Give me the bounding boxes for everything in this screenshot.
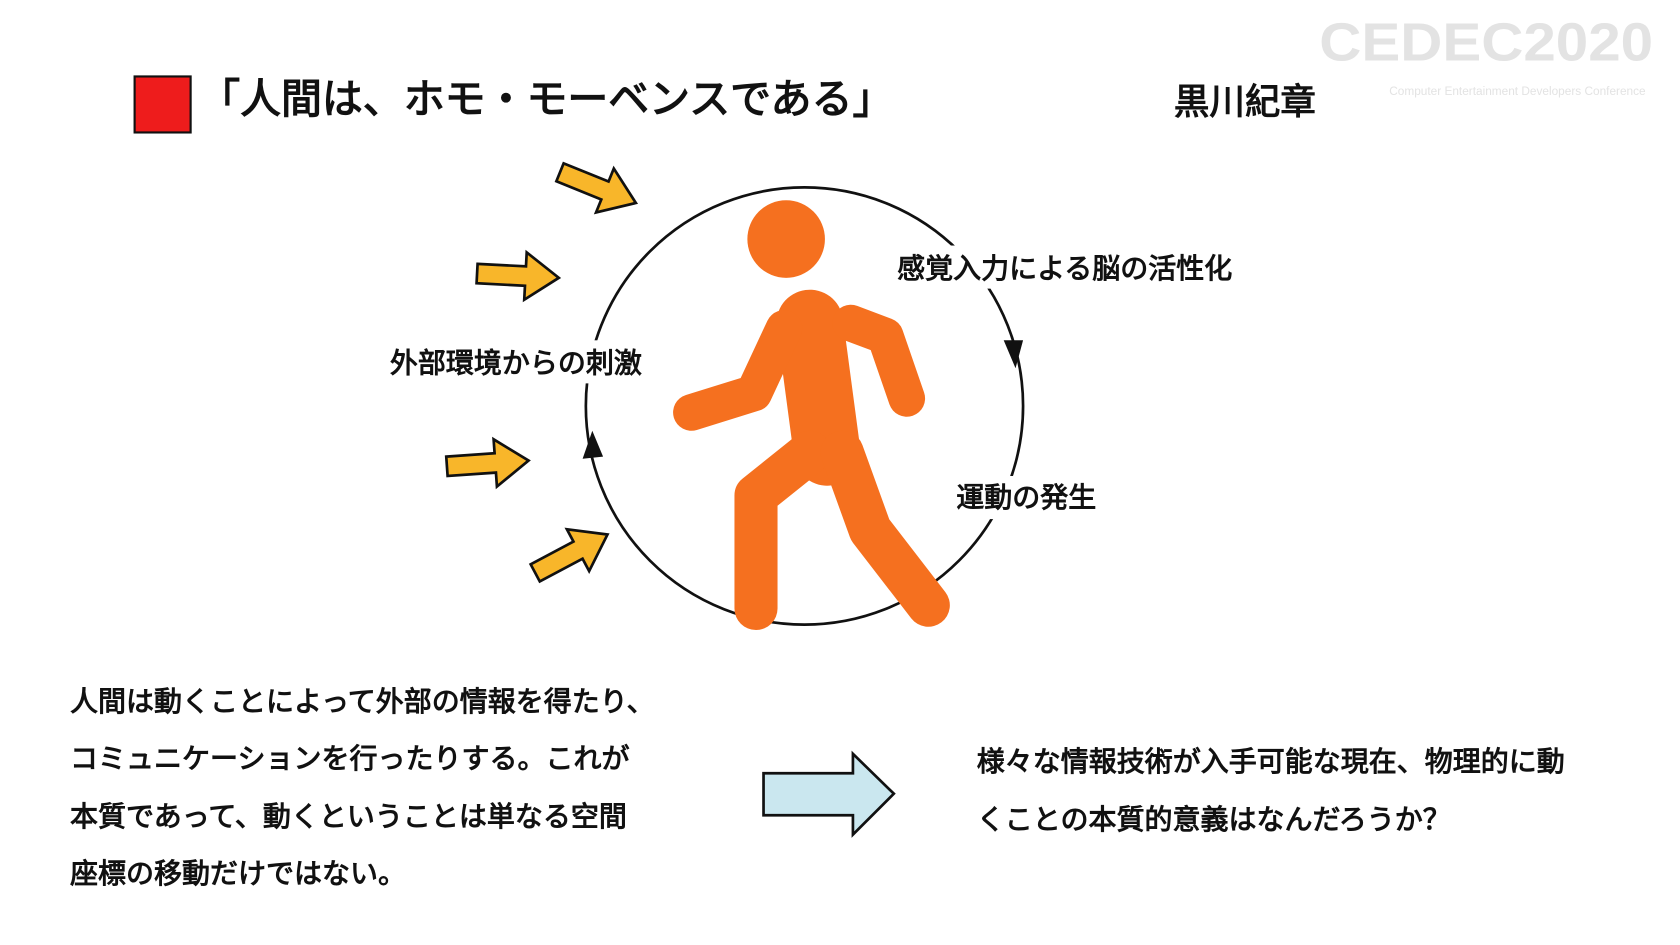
logo-text: CEDEC2020 [1319, 12, 1653, 72]
author-name: 黒川紀章 [1174, 82, 1316, 123]
left-paragraph: 人間は動くことによって外部の情報を得たり、 コミュニケーションを行ったりする。こ… [70, 685, 655, 890]
paragraph-line: くことの本質的意義はなんだろうか？ [977, 803, 1451, 836]
label-brain-activation: 感覚入力による脳の活性化 [897, 252, 1232, 285]
label-motion: 運動の発生 [956, 481, 1096, 514]
right-paragraph: 様々な情報技術が入手可能な現在、物理的に動 くことの本質的意義はなんだろうか？ [977, 745, 1565, 836]
walking-person-icon [673, 200, 950, 630]
paragraph-line: 本質であって、動くということは単なる空間 [70, 800, 627, 833]
cycle-circle [584, 186, 1025, 626]
cedec-logo: CEDEC2020 Computer Entertainment Develop… [1319, 12, 1653, 97]
cycle-arrowhead-up-icon [582, 430, 604, 459]
paragraph-line: 様々な情報技術が入手可能な現在、物理的に動 [977, 745, 1565, 778]
slide-title: 「人間は、ホモ・モーベンスである」 [199, 75, 893, 123]
red-square-icon [133, 75, 192, 134]
stimulus-arrow-icon [475, 249, 562, 303]
right-arrow-icon [762, 750, 896, 838]
logo-subtitle: Computer Entertainment Developers Confer… [1389, 84, 1646, 98]
stimulus-arrow-icon [528, 527, 610, 584]
paragraph-line: 座標の移動だけではない。 [70, 857, 406, 890]
paragraph-line: 人間は動くことによって外部の情報を得たり、 [70, 685, 655, 718]
stimulus-arrow-icon [444, 436, 531, 490]
label-external-stimulus: 外部環境からの刺激 [390, 347, 642, 380]
paragraph-line: コミュニケーションを行ったりする。これが [70, 742, 629, 775]
cycle-arrowhead-down-icon [1003, 340, 1024, 369]
stimulus-arrow-icon [554, 161, 639, 215]
